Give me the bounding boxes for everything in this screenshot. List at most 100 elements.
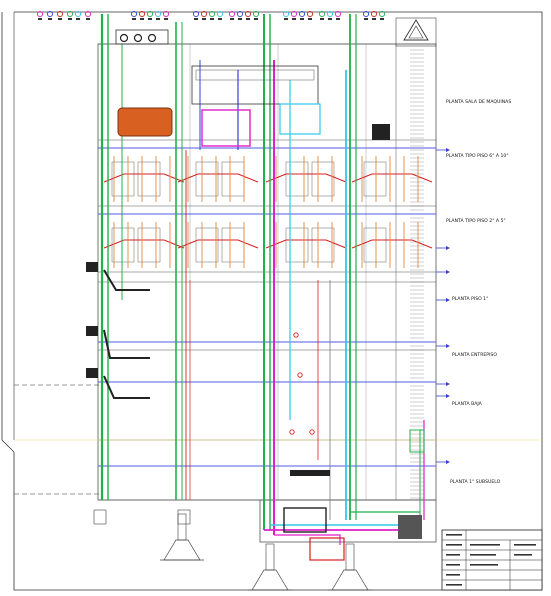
room-box — [195, 161, 219, 197]
pile-foundation-icon — [93, 509, 107, 525]
room-box — [363, 227, 387, 263]
equipment-symbol-icon — [146, 10, 154, 18]
equipment-symbol-icon — [36, 10, 44, 18]
typical-floor-rooms — [111, 161, 387, 263]
floor-label-machine-room: PLANTA SALA DE MAQUINAS — [446, 99, 511, 105]
title-block-mark — [514, 554, 532, 556]
red-branch — [103, 239, 185, 249]
equipment-symbol-icon — [84, 10, 92, 18]
equipment-symbol-icon — [56, 10, 64, 18]
symbol-text — [148, 18, 152, 20]
fixture — [293, 332, 299, 338]
room-box — [311, 227, 335, 263]
equipment-symbol-icon — [192, 10, 200, 18]
floor-level-tags — [436, 148, 450, 464]
symbol-text — [364, 18, 368, 20]
symbol-text — [58, 18, 62, 20]
symbol-text — [320, 18, 324, 20]
room-box — [137, 161, 161, 197]
title-block — [441, 529, 543, 591]
symbol-text — [218, 18, 222, 20]
red-branch — [103, 173, 185, 183]
room-box — [363, 161, 387, 197]
drain-pipes — [86, 262, 150, 399]
equipment-symbol-icon — [370, 10, 378, 18]
title-block-mark — [470, 554, 496, 556]
symbol-text — [380, 18, 384, 20]
equipment-symbol-icon — [282, 10, 290, 18]
symbol-text — [76, 18, 80, 20]
symbol-text — [300, 18, 304, 20]
pile-shaft — [265, 543, 275, 571]
room-box — [137, 227, 161, 263]
title-block-mark — [446, 554, 460, 556]
basement-collectors — [264, 511, 421, 545]
symbol-text — [336, 18, 340, 20]
equipment-symbol-icon — [74, 10, 82, 18]
pile-shaft — [177, 513, 187, 541]
level-tag-arrow — [446, 298, 450, 302]
level-tag-arrow — [446, 460, 450, 464]
sheet-border — [1, 11, 543, 591]
floor-label-typical-6-10: PLANTA TIPO PISO 6° A 10° — [446, 153, 509, 159]
equipment-symbol-icon — [200, 10, 208, 18]
level-tag-arrow — [446, 344, 450, 348]
floor-label-typical-2-5: PLANTA TIPO PISO 2° A 5° — [446, 218, 506, 224]
equipment-symbol-icon — [216, 10, 224, 18]
equipment-symbol-icon — [162, 10, 170, 18]
symbol-text — [48, 18, 52, 20]
equipment-symbol-icon — [154, 10, 162, 18]
room-box — [195, 227, 219, 263]
equipment-symbol-icon — [362, 10, 370, 18]
equipment-symbol-icon — [318, 10, 326, 18]
symbol-text — [308, 18, 312, 20]
machine-room-equipment — [115, 29, 390, 147]
equipment-symbol-icon — [236, 10, 244, 18]
equipment-symbol-icon — [228, 10, 236, 18]
level-tag-arrow — [446, 394, 450, 398]
symbol-text — [140, 18, 144, 20]
symbol-text — [132, 18, 136, 20]
pile-foundation-icon — [251, 569, 289, 591]
pile-foundation-icon — [331, 569, 369, 591]
floor-label-mezzanine: PLANTA ENTREPISO — [452, 352, 497, 358]
equipment-symbol-icon — [208, 10, 216, 18]
floor-label-basement: PLANTA 1° SUBSUELO — [450, 479, 501, 485]
basement-equipment — [283, 429, 425, 561]
symbol-text — [230, 18, 234, 20]
pile-shaft — [345, 543, 355, 571]
fixture — [309, 429, 315, 435]
title-block-mark — [446, 534, 462, 536]
branch-piping — [103, 156, 433, 435]
riser-symbols — [36, 10, 386, 20]
equipment-symbol-icon — [244, 10, 252, 18]
equipment-symbol-icon — [334, 10, 342, 18]
equipment-symbol-icon — [378, 10, 386, 18]
equipment-symbol-icon — [46, 10, 54, 18]
equipment-symbol-icon — [252, 10, 260, 18]
room-box — [221, 227, 245, 263]
room-box — [111, 161, 135, 197]
vertical-risers — [100, 14, 425, 535]
room-box — [111, 227, 135, 263]
fixture — [297, 372, 303, 378]
equipment-symbol-icon — [326, 10, 334, 18]
title-block-mark — [514, 544, 536, 546]
equipment-symbol-icon — [290, 10, 298, 18]
room-box — [311, 161, 335, 197]
foundation-piles — [93, 509, 372, 591]
symbol-text — [246, 18, 250, 20]
floor-label-first-floor: PLANTA PISO 1° — [452, 296, 488, 302]
title-block-mark — [446, 584, 462, 586]
title-block-mark — [446, 574, 460, 576]
north-logo-icon — [403, 19, 429, 41]
symbol-text — [254, 18, 258, 20]
equipment-symbol-icon — [298, 10, 306, 18]
floor-labels: PLANTA SALA DE MAQUINAS PLANTA TIPO PISO… — [446, 99, 511, 485]
symbol-text — [372, 18, 376, 20]
room-box — [285, 161, 309, 197]
symbol-text — [292, 18, 296, 20]
equipment-symbol-icon — [138, 10, 146, 18]
symbol-text — [284, 18, 288, 20]
